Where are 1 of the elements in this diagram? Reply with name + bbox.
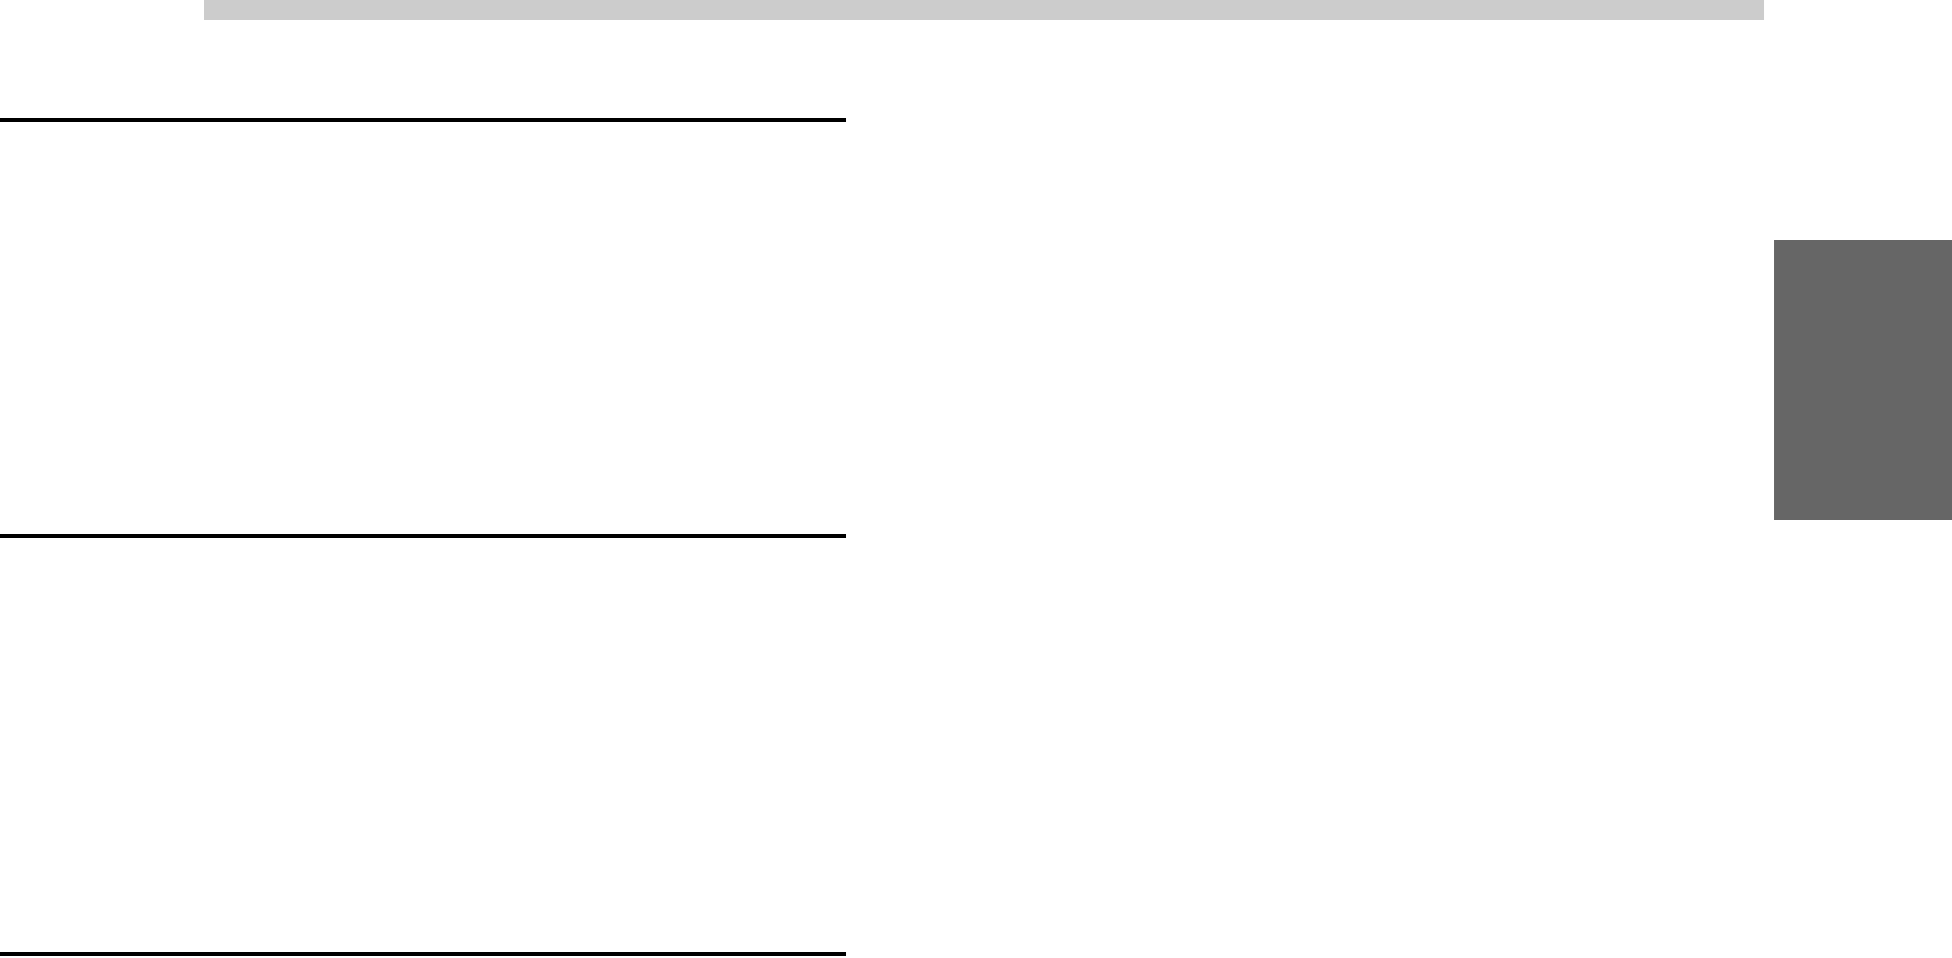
side-tab	[1774, 240, 1952, 520]
